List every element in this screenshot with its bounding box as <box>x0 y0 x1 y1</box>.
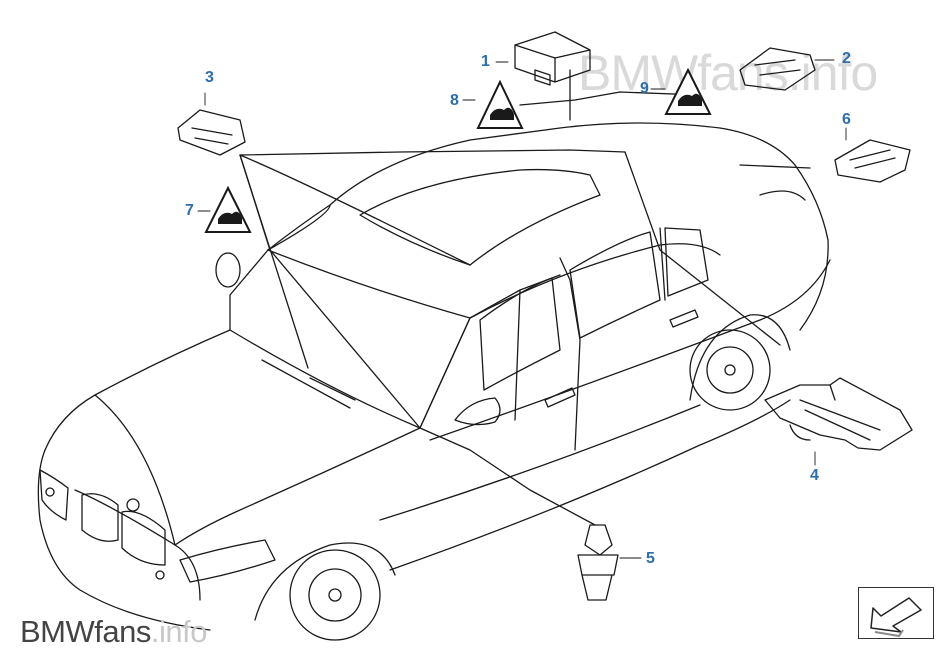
part-2-sensor <box>739 47 816 91</box>
wiring-lines <box>239 69 811 526</box>
part-1-module <box>514 31 591 86</box>
callout-9: 9 <box>640 80 649 97</box>
car-body <box>37 122 831 641</box>
callout-5: 5 <box>646 550 655 567</box>
callout-3: 3 <box>205 69 214 86</box>
callout-1: 1 <box>481 53 490 70</box>
warning-triangle-8 <box>476 79 524 129</box>
warning-triangle-9 <box>664 67 712 115</box>
watermark-bottom-suffix: .info <box>150 614 208 649</box>
part-4-bracket <box>764 377 913 451</box>
part-5-clip <box>577 524 619 601</box>
warning-triangle-7 <box>204 185 252 233</box>
callout-2: 2 <box>842 50 851 67</box>
watermark-bottom-main: BMWfans <box>20 614 151 649</box>
back-navigation-button[interactable] <box>858 587 934 639</box>
callout-8: 8 <box>450 92 459 109</box>
callout-leaders <box>197 59 847 559</box>
callout-4: 4 <box>810 467 819 484</box>
arrow-return-icon <box>870 597 922 638</box>
part-6-module <box>834 139 911 183</box>
callout-7: 7 <box>185 202 194 219</box>
callout-6: 6 <box>842 111 851 128</box>
part-3-sensor <box>177 109 246 156</box>
watermark-bottom: BMWfans.info <box>20 614 207 650</box>
